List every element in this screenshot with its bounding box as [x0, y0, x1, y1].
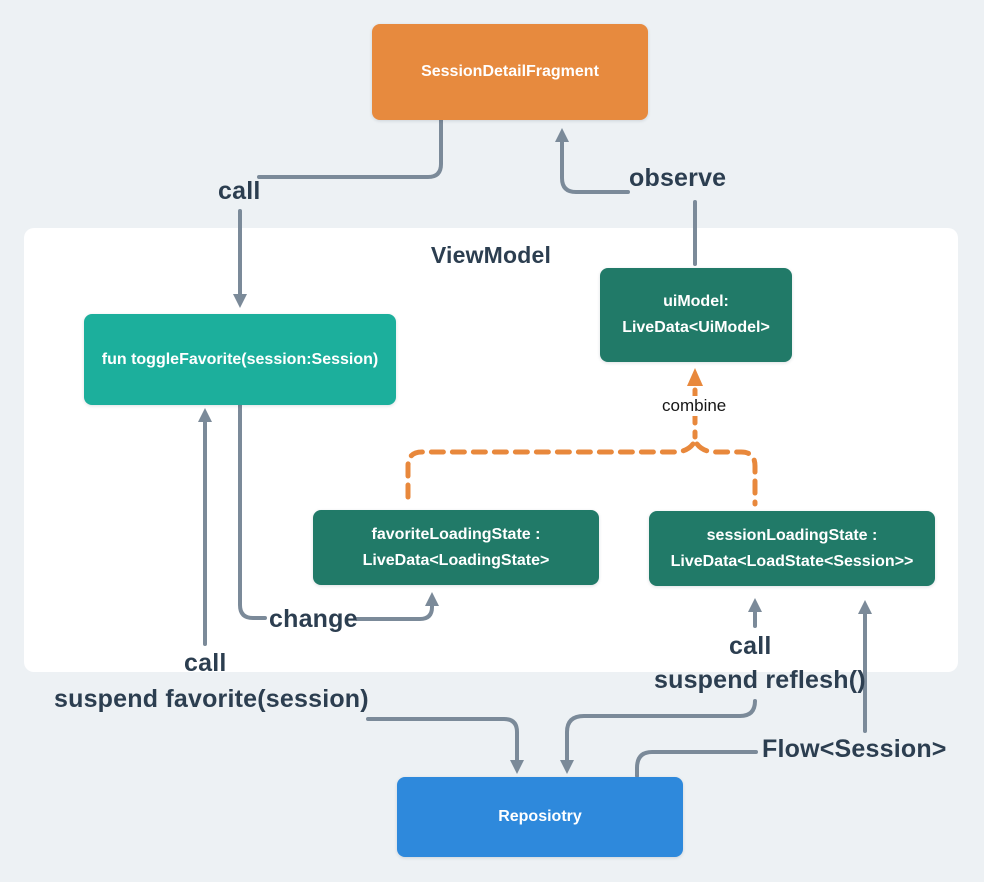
call-right-label: call [729, 632, 772, 660]
suspend-favorite-label: suspend favorite(session) [54, 685, 369, 713]
toggle-favorite-label: fun toggleFavorite(session:Session) [101, 350, 379, 368]
suspend-favorite-connector [366, 717, 519, 762]
toggle-favorite-node: fun toggleFavorite(session:Session) [84, 314, 396, 405]
repository-node: Reposiotry [397, 777, 683, 857]
uimodel-label-line1: uiModel: [663, 293, 729, 310]
repo-to-flow-connector [635, 750, 758, 778]
viewmodel-panel [24, 228, 958, 672]
suspend-reflesh-connector [565, 699, 757, 762]
call-left-label: call [184, 649, 227, 677]
favorite-loading-state-line2: LiveData<LoadingState> [362, 551, 550, 569]
fragment-to-call-connector [257, 118, 443, 179]
repository-label: Reposiotry [498, 808, 582, 825]
combine-label: combine [658, 396, 731, 416]
viewmodel-title: ViewModel [430, 242, 552, 268]
observe-to-fragment-connector [560, 140, 630, 194]
session-loading-state-node: sessionLoadingState : LiveData<LoadState… [649, 511, 935, 586]
suspend-reflesh-label: suspend reflesh() [654, 666, 866, 694]
session-detail-fragment-node: SessionDetailFragment [372, 24, 648, 120]
flow-session-label: Flow<Session> [762, 735, 947, 763]
favorite-loading-state-line1: favoriteLoadingState : [371, 525, 541, 543]
session-detail-fragment-label: SessionDetailFragment [421, 63, 599, 80]
suspend-reflesh-arrowhead [560, 760, 574, 774]
change-label: change [269, 605, 358, 633]
session-loading-state-line1: sessionLoadingState : [706, 526, 878, 544]
uimodel-node: uiModel: LiveData<UiModel> [600, 268, 792, 362]
observe-label: observe [629, 164, 727, 192]
favorite-loading-state-node: favoriteLoadingState : LiveData<LoadingS… [313, 510, 599, 585]
observe-to-fragment-arrowhead [555, 128, 569, 142]
session-loading-state-line2: LiveData<LoadState<Session>> [670, 552, 914, 570]
uimodel-label-line2: LiveData<UiModel> [622, 319, 770, 336]
suspend-favorite-arrowhead [510, 760, 524, 774]
call-top-label: call [218, 177, 261, 205]
